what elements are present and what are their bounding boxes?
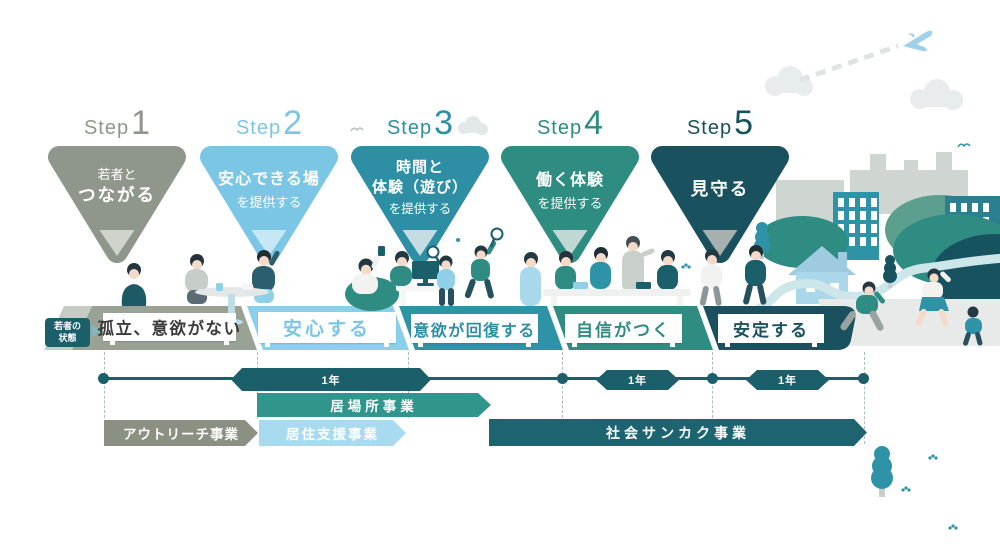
guide-line: [712, 352, 713, 418]
person-running: [963, 306, 983, 346]
cloud-icon: [458, 116, 488, 135]
program-bar-housing: 居住支援事業: [259, 420, 406, 446]
cloud-icon: [765, 66, 813, 96]
round-table: [195, 283, 269, 325]
program-bar-sankaku: 社会サンカク事業: [489, 419, 867, 446]
arrow-right-icon: [92, 325, 101, 337]
step2-header: Step2: [194, 104, 344, 143]
step3-number: 3: [434, 104, 454, 142]
meeting-group: [520, 236, 678, 306]
step-triangle-3: [351, 146, 489, 263]
tree-icon: [883, 255, 897, 288]
step2-label: 安心できる場 を提供する: [218, 171, 320, 210]
person-sitting-alone: [121, 263, 147, 306]
grass-icon: [681, 263, 958, 530]
bird-icon: [350, 127, 364, 132]
person-walking: [699, 249, 722, 306]
step5-word: Step: [686, 117, 733, 139]
state-box-1: 孤立、意欲がない: [98, 313, 240, 345]
bird-icon: [957, 143, 971, 148]
step3-header: Step3: [345, 104, 495, 143]
person-walking: [743, 245, 767, 305]
guide-line: [864, 352, 865, 444]
state-tag: 若者の 状態: [45, 318, 90, 347]
step1-label: 若者と つながる: [78, 167, 156, 205]
airplane-trail: [799, 43, 899, 83]
duration-pill-1: 1年: [231, 368, 431, 391]
step2-number: 2: [283, 104, 303, 142]
step5-number: 5: [734, 104, 754, 142]
duration-pill-3: 1年: [746, 370, 829, 390]
timeline-dot: [557, 373, 568, 384]
winding-path: [743, 253, 1000, 317]
person-running: [915, 268, 951, 327]
person-on-beanbag: [345, 246, 399, 311]
step4-word: Step: [536, 117, 583, 139]
program-bar-ibasho: 居場所事業: [257, 393, 491, 417]
step-triangle-4: [501, 146, 639, 263]
step2-word: Step: [235, 117, 282, 139]
hill: [931, 234, 1000, 318]
state-box-4: 自信がつく: [565, 314, 682, 347]
step3-label: 時間と 体験（遊び） を提供する: [371, 159, 468, 216]
step5-label: 見守る: [690, 179, 750, 199]
person-at-round-table: [185, 250, 280, 304]
step3-word: Step: [386, 117, 433, 139]
tree-icon: [871, 446, 893, 497]
state-box-2: 安心する: [258, 312, 396, 347]
timeline-axis: [103, 377, 864, 380]
step1-word: Step: [83, 117, 130, 139]
timeline-dot: [98, 373, 109, 384]
step5-header: Step5: [645, 104, 795, 143]
step-triangle-2: [200, 146, 338, 263]
state-box-3: 意欲が回復する: [411, 314, 538, 347]
children-playing-badminton: [426, 227, 504, 306]
person-running: [840, 281, 885, 331]
airplane-icon: [903, 30, 933, 52]
meeting-table: [543, 282, 691, 306]
program-bar-outreach: アウトリーチ事業: [104, 420, 258, 446]
duration-pill-2: 1年: [596, 370, 679, 390]
step1-number: 1: [131, 104, 151, 142]
timeline-dot: [707, 373, 718, 384]
guide-line: [104, 352, 105, 418]
state-box-5: 安定する: [718, 314, 824, 347]
step4-number: 4: [584, 104, 604, 142]
step4-label: 働く体験 を提供する: [535, 172, 604, 211]
step4-header: Step4: [495, 104, 645, 143]
cloud-icon: [910, 79, 963, 110]
step1-header: Step1: [42, 104, 192, 143]
timeline-dot: [858, 373, 869, 384]
step-triangle-1: [48, 146, 186, 263]
guide-line: [562, 352, 563, 418]
step-triangle-5: [651, 146, 789, 263]
